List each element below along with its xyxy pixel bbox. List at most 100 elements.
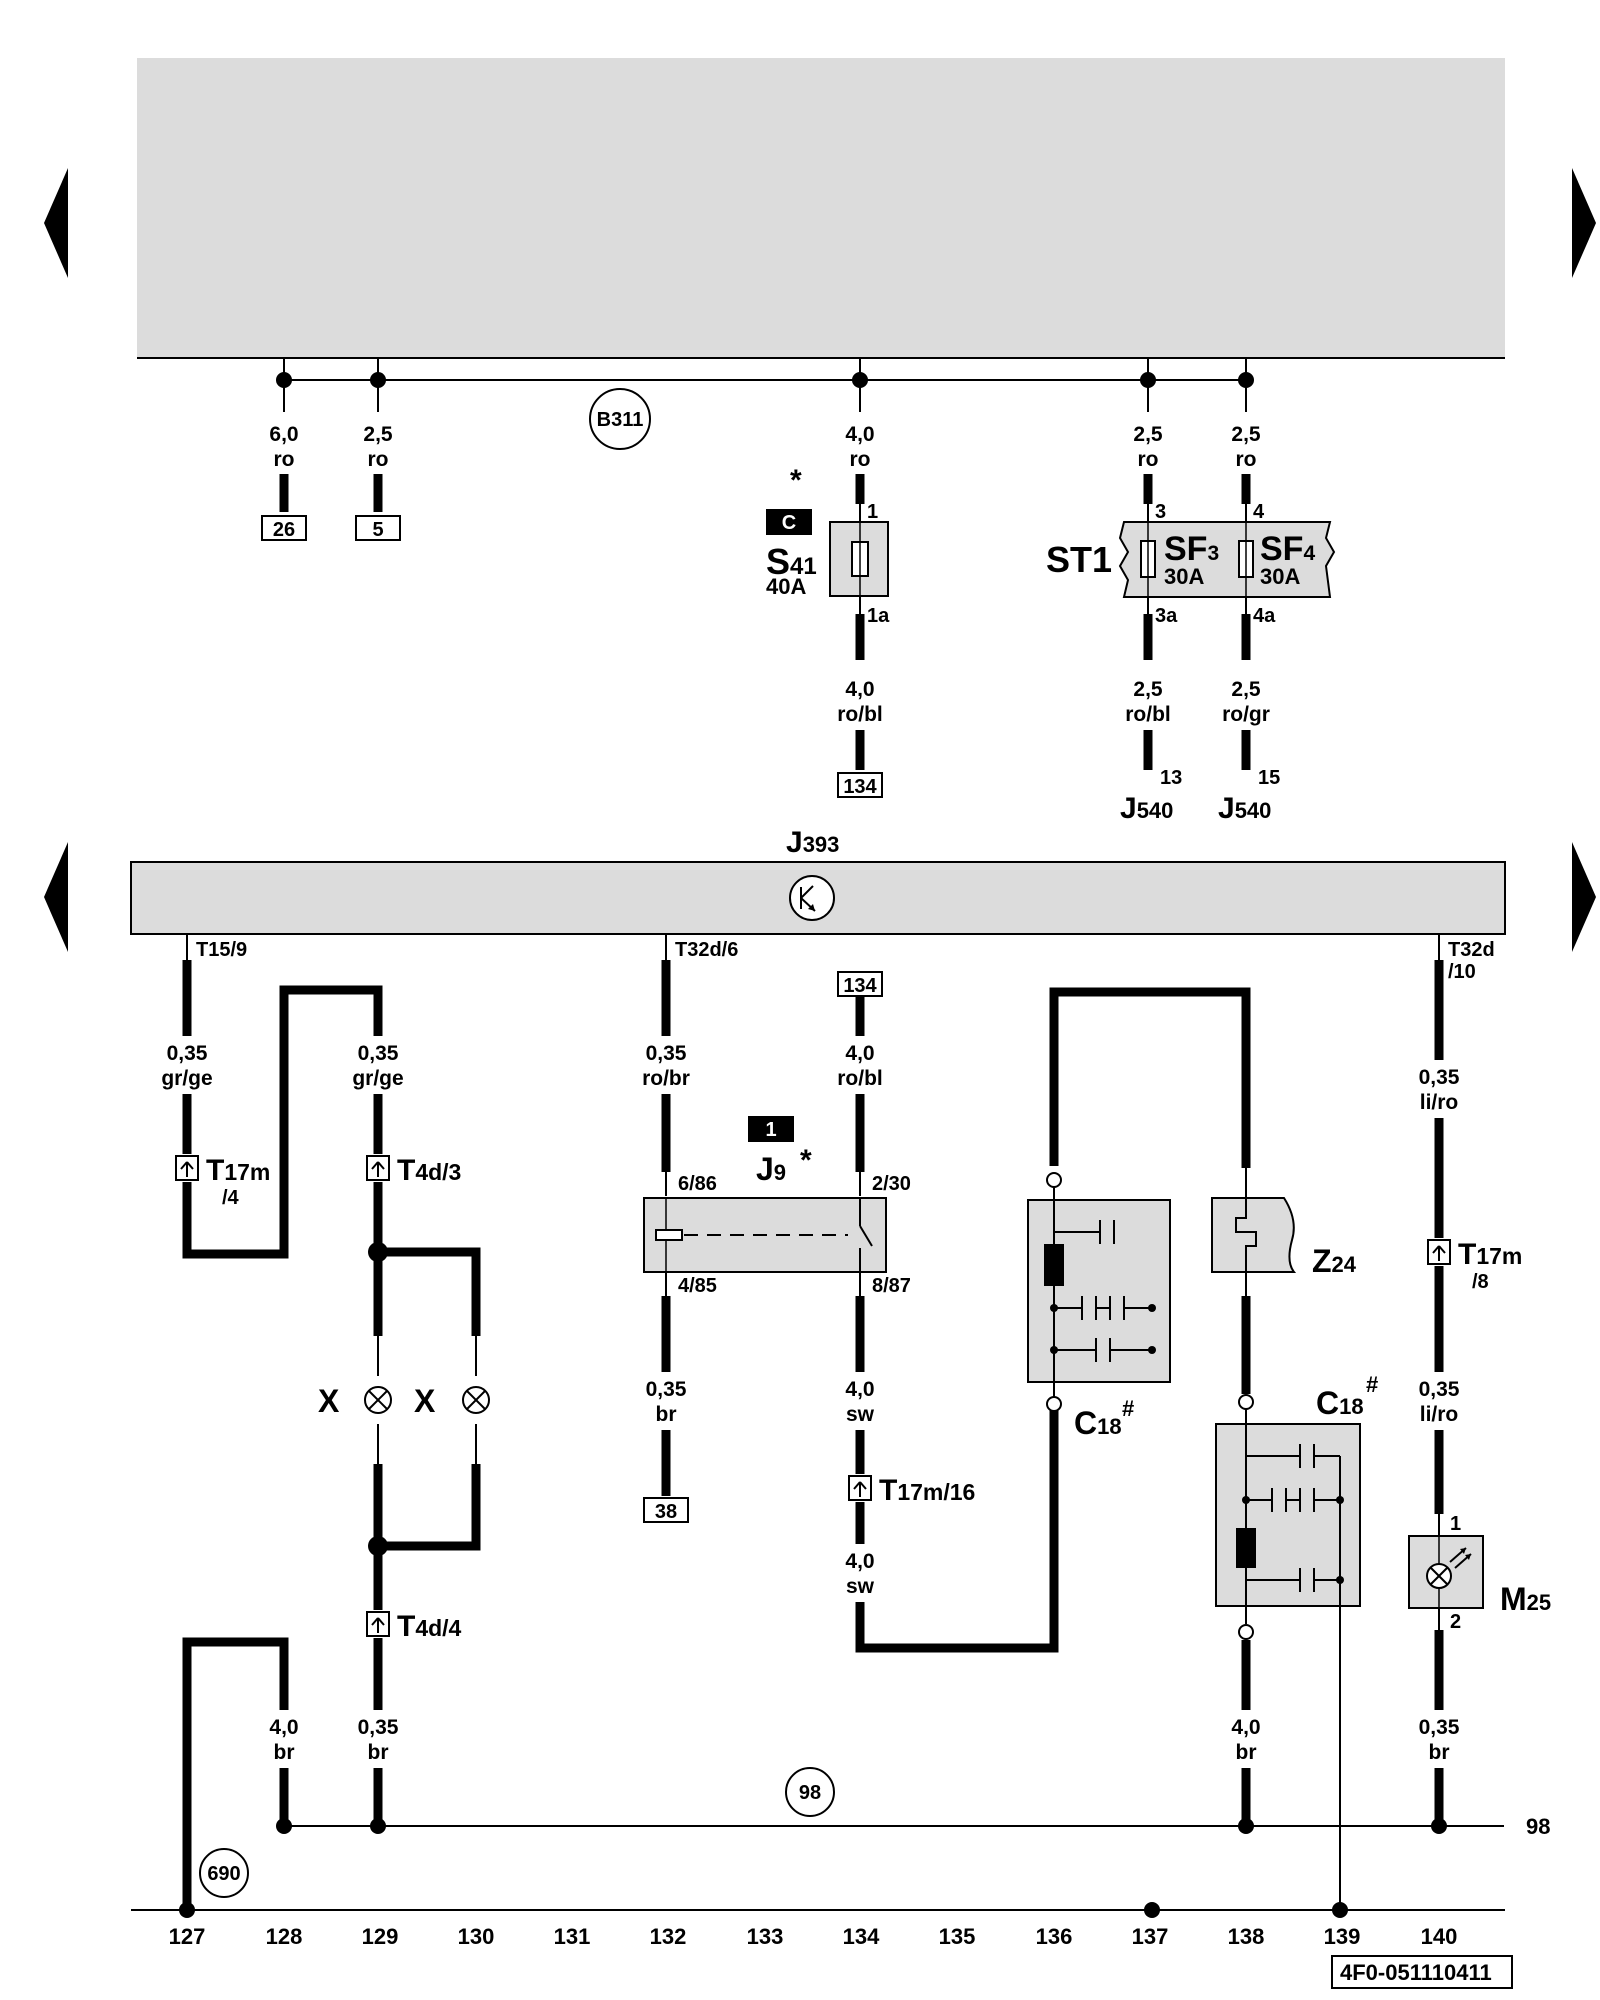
z24-label: Z24	[1312, 1243, 1357, 1279]
wire-size: 0,35	[1419, 1716, 1460, 1739]
b311-label: B311	[597, 409, 644, 431]
ref-box-134-mid[interactable]	[837, 971, 883, 997]
document-reference-label: 4F0-051110411	[1340, 1960, 1492, 1985]
connector-t17m-4[interactable]	[175, 1155, 199, 1181]
ref-box-5[interactable]	[355, 515, 401, 541]
wire-size: 0,35	[646, 1042, 687, 1065]
wire-color: ro	[274, 448, 295, 471]
prev-page-arrow-bottom[interactable]	[44, 842, 68, 952]
wire-size: 4,0	[845, 1042, 874, 1065]
pin-label: T15/9	[196, 939, 247, 961]
wire-color: ro/gr	[1222, 703, 1270, 726]
wire-color: ro/bl	[837, 1067, 883, 1090]
prev-page-arrow-top[interactable]	[44, 168, 68, 278]
pin-label: 2/30	[872, 1173, 911, 1195]
pin-label: 4	[1253, 501, 1265, 523]
wire-size: 4,0	[845, 1550, 874, 1573]
pin-label: 1	[1450, 1513, 1461, 1535]
column-number: 136	[1036, 1924, 1073, 1949]
wire-color: ro	[368, 448, 389, 471]
node-690-label: 690	[207, 1863, 240, 1885]
wire-size: 2,5	[1231, 678, 1261, 701]
asterisk: *	[800, 1144, 812, 1177]
column-number: 135	[939, 1924, 976, 1949]
connector-t17m-8[interactable]	[1427, 1239, 1451, 1265]
lamp-m25[interactable]	[1408, 1535, 1484, 1609]
wire-size: 4,0	[845, 423, 874, 446]
pin-label: 13	[1160, 767, 1182, 789]
wire-size: 4,0	[1231, 1716, 1260, 1739]
wire-size: 0,35	[1419, 1378, 1460, 1401]
wire-color: ro	[850, 448, 871, 471]
column-number: 132	[650, 1924, 687, 1949]
wire-size: 2,5	[363, 423, 393, 446]
fuse-s41[interactable]	[829, 521, 889, 597]
t4d4-label: T4d/4	[397, 1610, 462, 1643]
pin-label: 4a	[1253, 605, 1276, 627]
wire-size: 2,5	[1231, 423, 1261, 446]
ref-box-26[interactable]	[261, 515, 307, 541]
lamp-x-2[interactable]	[462, 1386, 490, 1414]
ref-box-134-top[interactable]	[837, 772, 883, 798]
wire-size: 0,35	[358, 1042, 399, 1065]
pin-label: 3	[1155, 501, 1166, 523]
hash-mark: #	[1122, 1396, 1134, 1421]
column-number: 139	[1324, 1924, 1361, 1949]
j9-label: J9	[756, 1151, 786, 1187]
t17m8-label: T17m	[1458, 1238, 1522, 1271]
t17m4-label: T17m	[206, 1154, 270, 1187]
wire-color: br	[1236, 1741, 1257, 1764]
pin-label: T32d	[1448, 939, 1495, 961]
wire-color: li/ro	[1420, 1091, 1459, 1114]
ref-box-label: 38	[655, 1501, 677, 1523]
lamp-x-1[interactable]	[364, 1386, 392, 1414]
badge-1	[748, 1116, 794, 1142]
column-number: 137	[1132, 1924, 1169, 1949]
column-number: 128	[266, 1924, 303, 1949]
wire-color: ro/br	[642, 1067, 690, 1090]
wire-size: 4,0	[845, 1378, 874, 1401]
s41-amps: 40A	[766, 574, 806, 599]
control-unit-j393[interactable]	[130, 861, 1506, 935]
pin-label: 3a	[1155, 605, 1178, 627]
node-98-label: 98	[799, 1782, 821, 1804]
column-number: 131	[554, 1924, 591, 1949]
wire-color: br	[274, 1741, 295, 1764]
heater-z24[interactable]	[1211, 1197, 1297, 1273]
pin-label: 1a	[867, 605, 890, 627]
connector-t17m-16[interactable]	[848, 1475, 872, 1501]
badge-label: C	[782, 512, 796, 534]
st1-label: ST1	[1046, 539, 1112, 580]
fuse-carrier-st1[interactable]	[1118, 521, 1336, 598]
connector-t4d-4[interactable]	[366, 1611, 390, 1637]
ref-box-38[interactable]	[643, 1497, 689, 1523]
pin-label: 15	[1258, 767, 1280, 789]
column-number: 133	[747, 1924, 784, 1949]
next-page-arrow-top[interactable]	[1572, 168, 1596, 278]
wire-size: 4,0	[269, 1716, 298, 1739]
connector-t4d-3[interactable]	[366, 1155, 390, 1181]
node-690: 690	[199, 1848, 249, 1898]
document-reference: 4F0-051110411	[1331, 1955, 1513, 1989]
node-98: 98	[785, 1767, 835, 1817]
relay-j9[interactable]	[643, 1197, 887, 1273]
capacitor-c18-1[interactable]	[1027, 1187, 1171, 1397]
j540-label-a: J540	[1120, 792, 1173, 825]
capacitor-c18-2[interactable]	[1215, 1409, 1361, 1910]
badge-label: 1	[765, 1119, 776, 1141]
column-number: 140	[1421, 1924, 1458, 1949]
j393-label: J393	[786, 826, 839, 859]
ref-box-label: 26	[273, 519, 295, 541]
wire-color: sw	[846, 1575, 875, 1598]
lamp-label: X	[318, 1383, 340, 1419]
column-number: 134	[843, 1924, 880, 1949]
ref-box-label: 134	[843, 776, 877, 798]
pin-label: 1	[867, 501, 878, 523]
wire-color: br	[368, 1741, 389, 1764]
hash-mark: #	[1366, 1372, 1378, 1397]
ref-box-label: 134	[843, 975, 877, 997]
j540-label-b: J540	[1218, 792, 1271, 825]
fuse-sf4-amps: 30A	[1260, 564, 1300, 589]
column-number: 129	[362, 1924, 399, 1949]
next-page-arrow-bottom[interactable]	[1572, 842, 1596, 952]
